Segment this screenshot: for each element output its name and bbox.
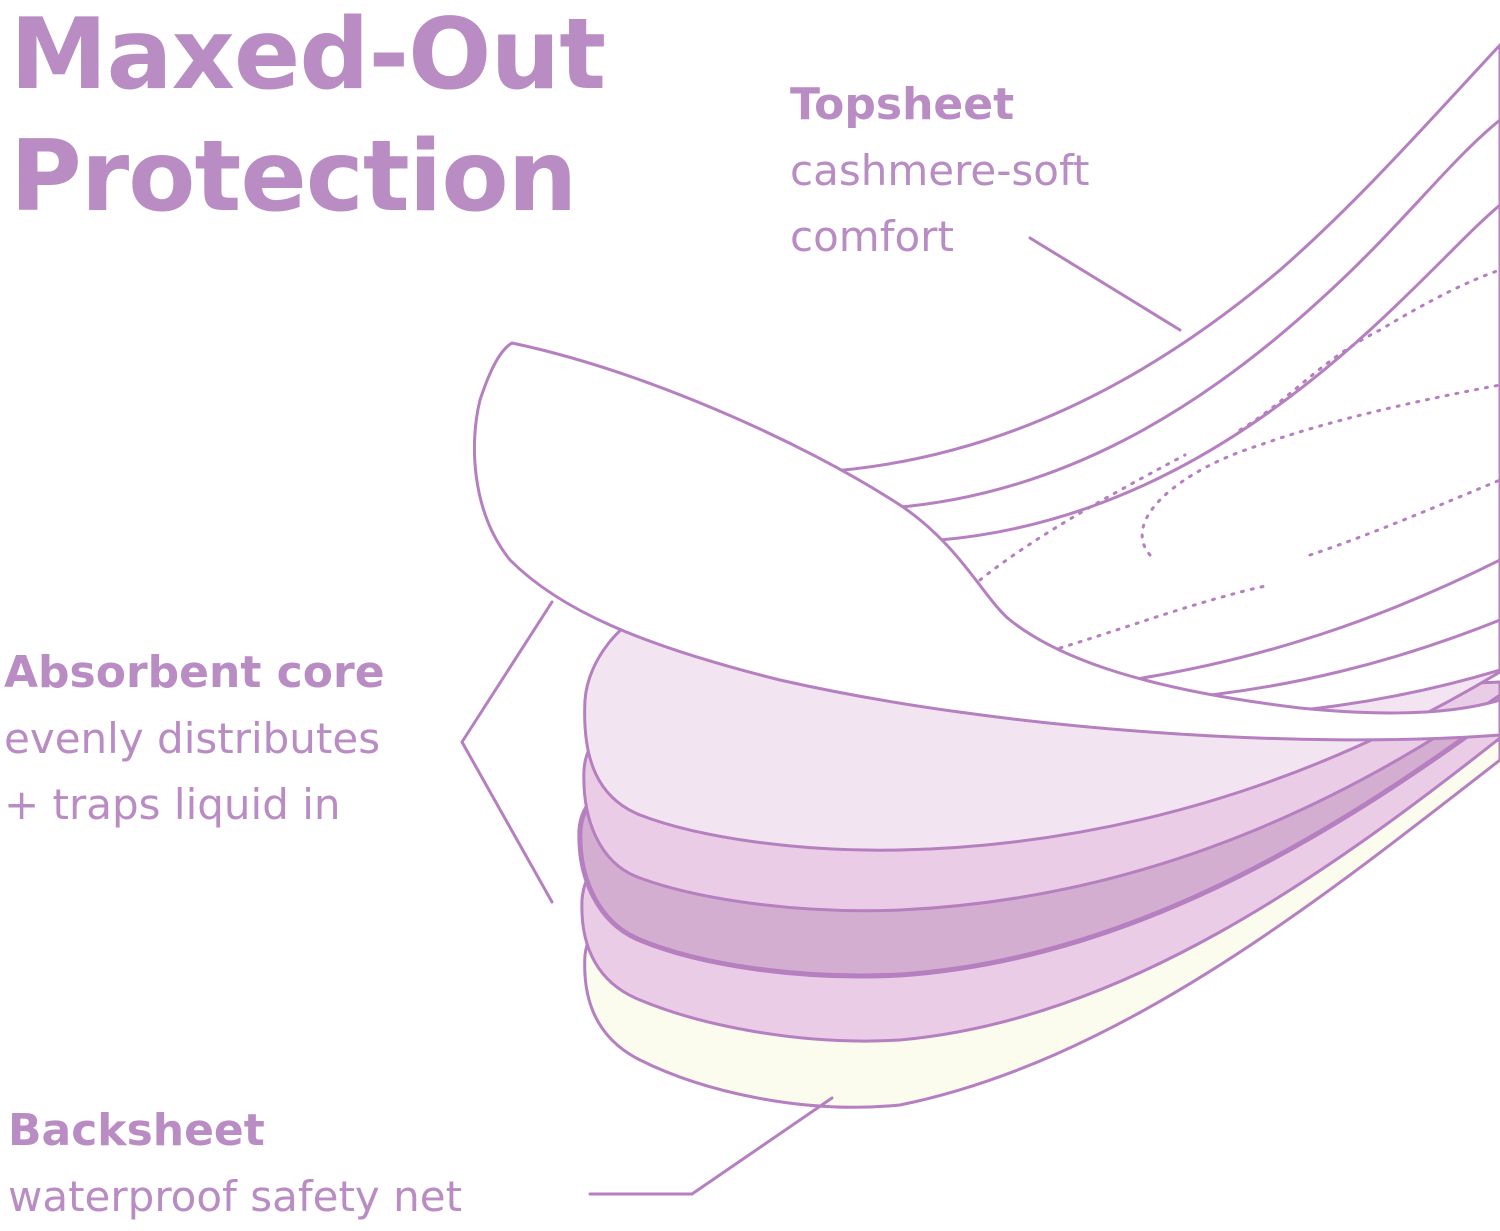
topsheet-description-line-2: comfort [790,212,954,261]
absorbent-core-description-line-2: + traps liquid in [4,780,341,829]
topsheet-description-line-1: cashmere-soft [790,146,1090,195]
backsheet-heading: Backsheet [8,1105,265,1156]
page-title-line-2: Protection [10,120,577,234]
backsheet-callout-line [588,1096,834,1196]
channel-dots-5 [1308,478,1500,557]
front-flap [472,341,1500,742]
topsheet-callout-line [1028,236,1182,332]
topsheet-heading: Topsheet [790,79,1015,130]
topsheet-edge-line-1 [888,118,1500,510]
channel-dots-4 [1238,268,1500,432]
channel-dots-3 [1140,383,1500,557]
topsheet-edge-line-3 [1128,558,1500,682]
page-title-line-1: Maxed-Out [10,0,606,112]
absorbent-core-label: Absorbent core evenly distributes + trap… [4,640,385,838]
topsheet-edge-line-2 [938,203,1500,542]
backsheet-label: Backsheet waterproof safety net [8,1098,462,1230]
absorbent-core-bracket [460,600,554,904]
page-title: Maxed-Out Protection [10,0,606,238]
channel-dots-2 [1058,583,1272,650]
absorbent-core-description-line-1: evenly distributes [4,714,381,763]
backsheet-description-line-1: waterproof safety net [8,1172,463,1221]
topsheet-label: Topsheet cashmere-soft comfort [790,72,1090,270]
absorbent-core-heading: Absorbent core [4,647,385,698]
